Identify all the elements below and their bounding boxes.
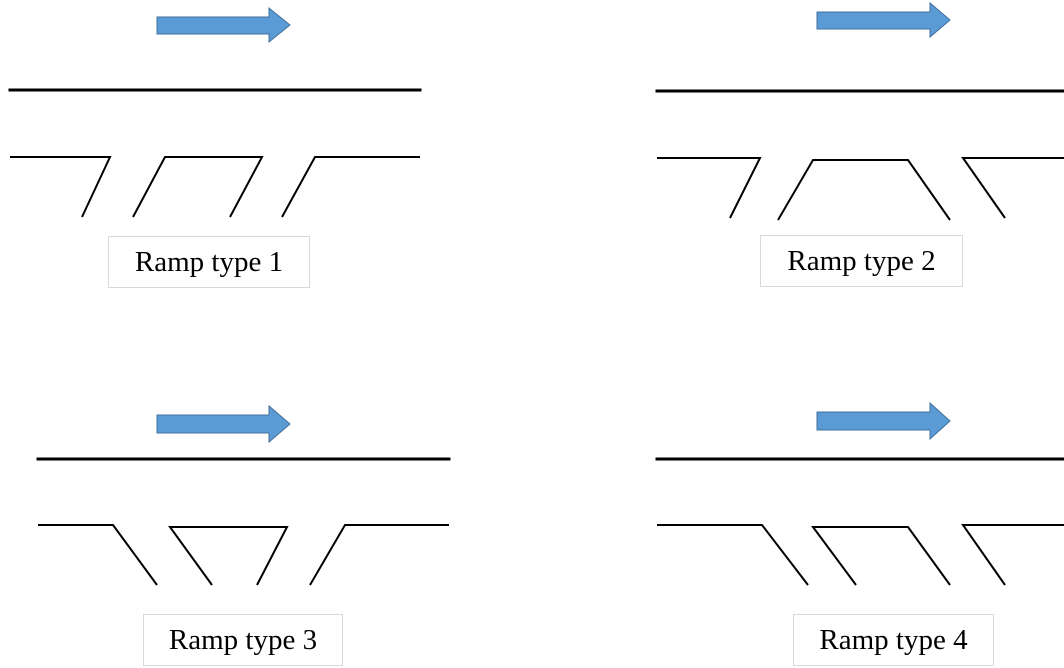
ramp-segment <box>961 157 1064 219</box>
ramp-segment <box>777 159 951 221</box>
ramp-segment <box>168 526 289 586</box>
ramp-segment <box>811 526 951 586</box>
ramp-segment <box>10 156 112 218</box>
ramp-type-label: Ramp type 3 <box>143 614 343 666</box>
ramp-segment <box>38 524 158 586</box>
right-arrow-icon <box>816 1 951 39</box>
panel-ramp-type-1 <box>8 6 422 218</box>
panel-ramp-type-3 <box>36 404 451 586</box>
right-arrow-icon <box>156 404 291 444</box>
panel-ramp-type-4 <box>655 401 1064 586</box>
panel-ramp-type-2 <box>655 1 1064 221</box>
right-arrow-icon <box>156 6 291 44</box>
ramp-type-label: Ramp type 1 <box>108 236 310 288</box>
ramp-type-label: Ramp type 2 <box>760 235 963 287</box>
ramp-segment <box>132 156 264 218</box>
ramp-segment <box>309 524 449 586</box>
ramp-segment <box>657 157 762 219</box>
ramp-segment <box>657 524 809 586</box>
ramp-segment <box>961 524 1064 586</box>
ramp-type-label: Ramp type 4 <box>793 614 994 666</box>
ramp-segment <box>281 156 420 218</box>
right-arrow-icon <box>816 401 951 441</box>
